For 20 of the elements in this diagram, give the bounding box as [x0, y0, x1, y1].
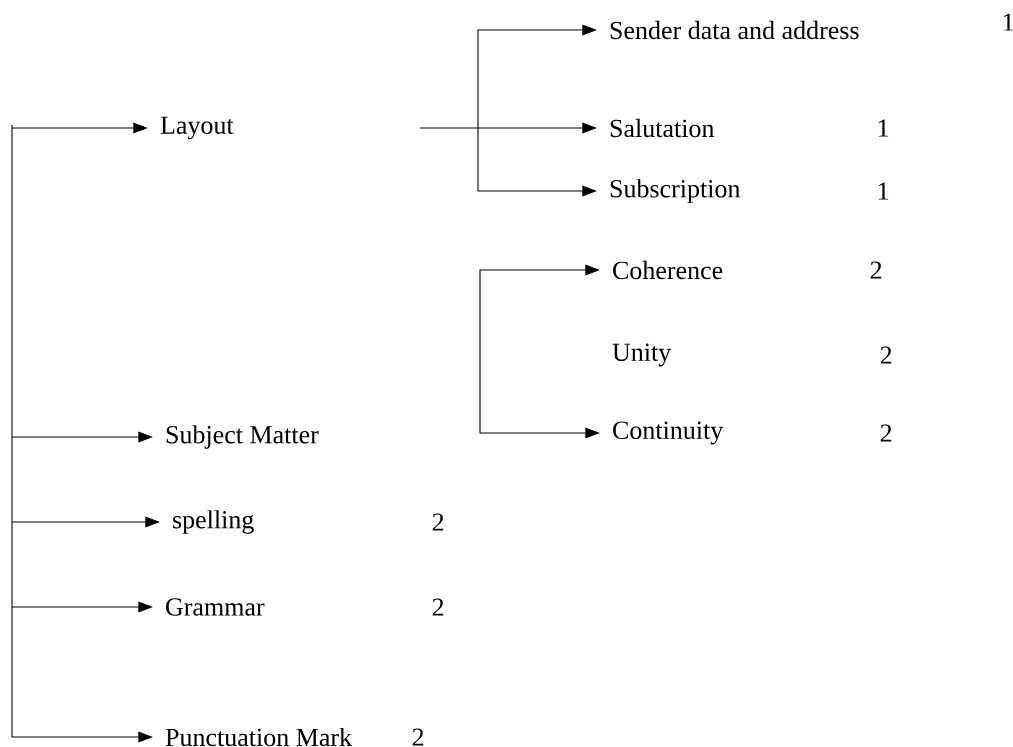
node-label: Grammar: [166, 598, 265, 616]
node-label: Continuity: [613, 421, 724, 445]
node-label: Coherence: [613, 260, 723, 280]
node-label: Punctuation Mark: [165, 727, 353, 747]
score-number: 2: [870, 261, 882, 279]
score-number: 1: [878, 119, 889, 137]
score-number: 2: [432, 513, 444, 531]
score-number: 2: [880, 346, 892, 364]
score-number: 1: [1003, 13, 1013, 31]
node-label: Salutation: [610, 118, 715, 138]
score-number: 2: [432, 598, 444, 616]
score-number: 2: [880, 424, 892, 442]
node-label: spelling: [173, 510, 254, 534]
node-label: Unity: [612, 343, 672, 367]
score-number: 2: [412, 728, 424, 746]
node-label: Subject Matter: [166, 425, 319, 449]
node-label: Subscription: [610, 179, 741, 203]
node-label: Sender data and address: [610, 20, 859, 40]
score-number: 1: [878, 182, 889, 200]
node-label: Layout: [160, 116, 234, 140]
